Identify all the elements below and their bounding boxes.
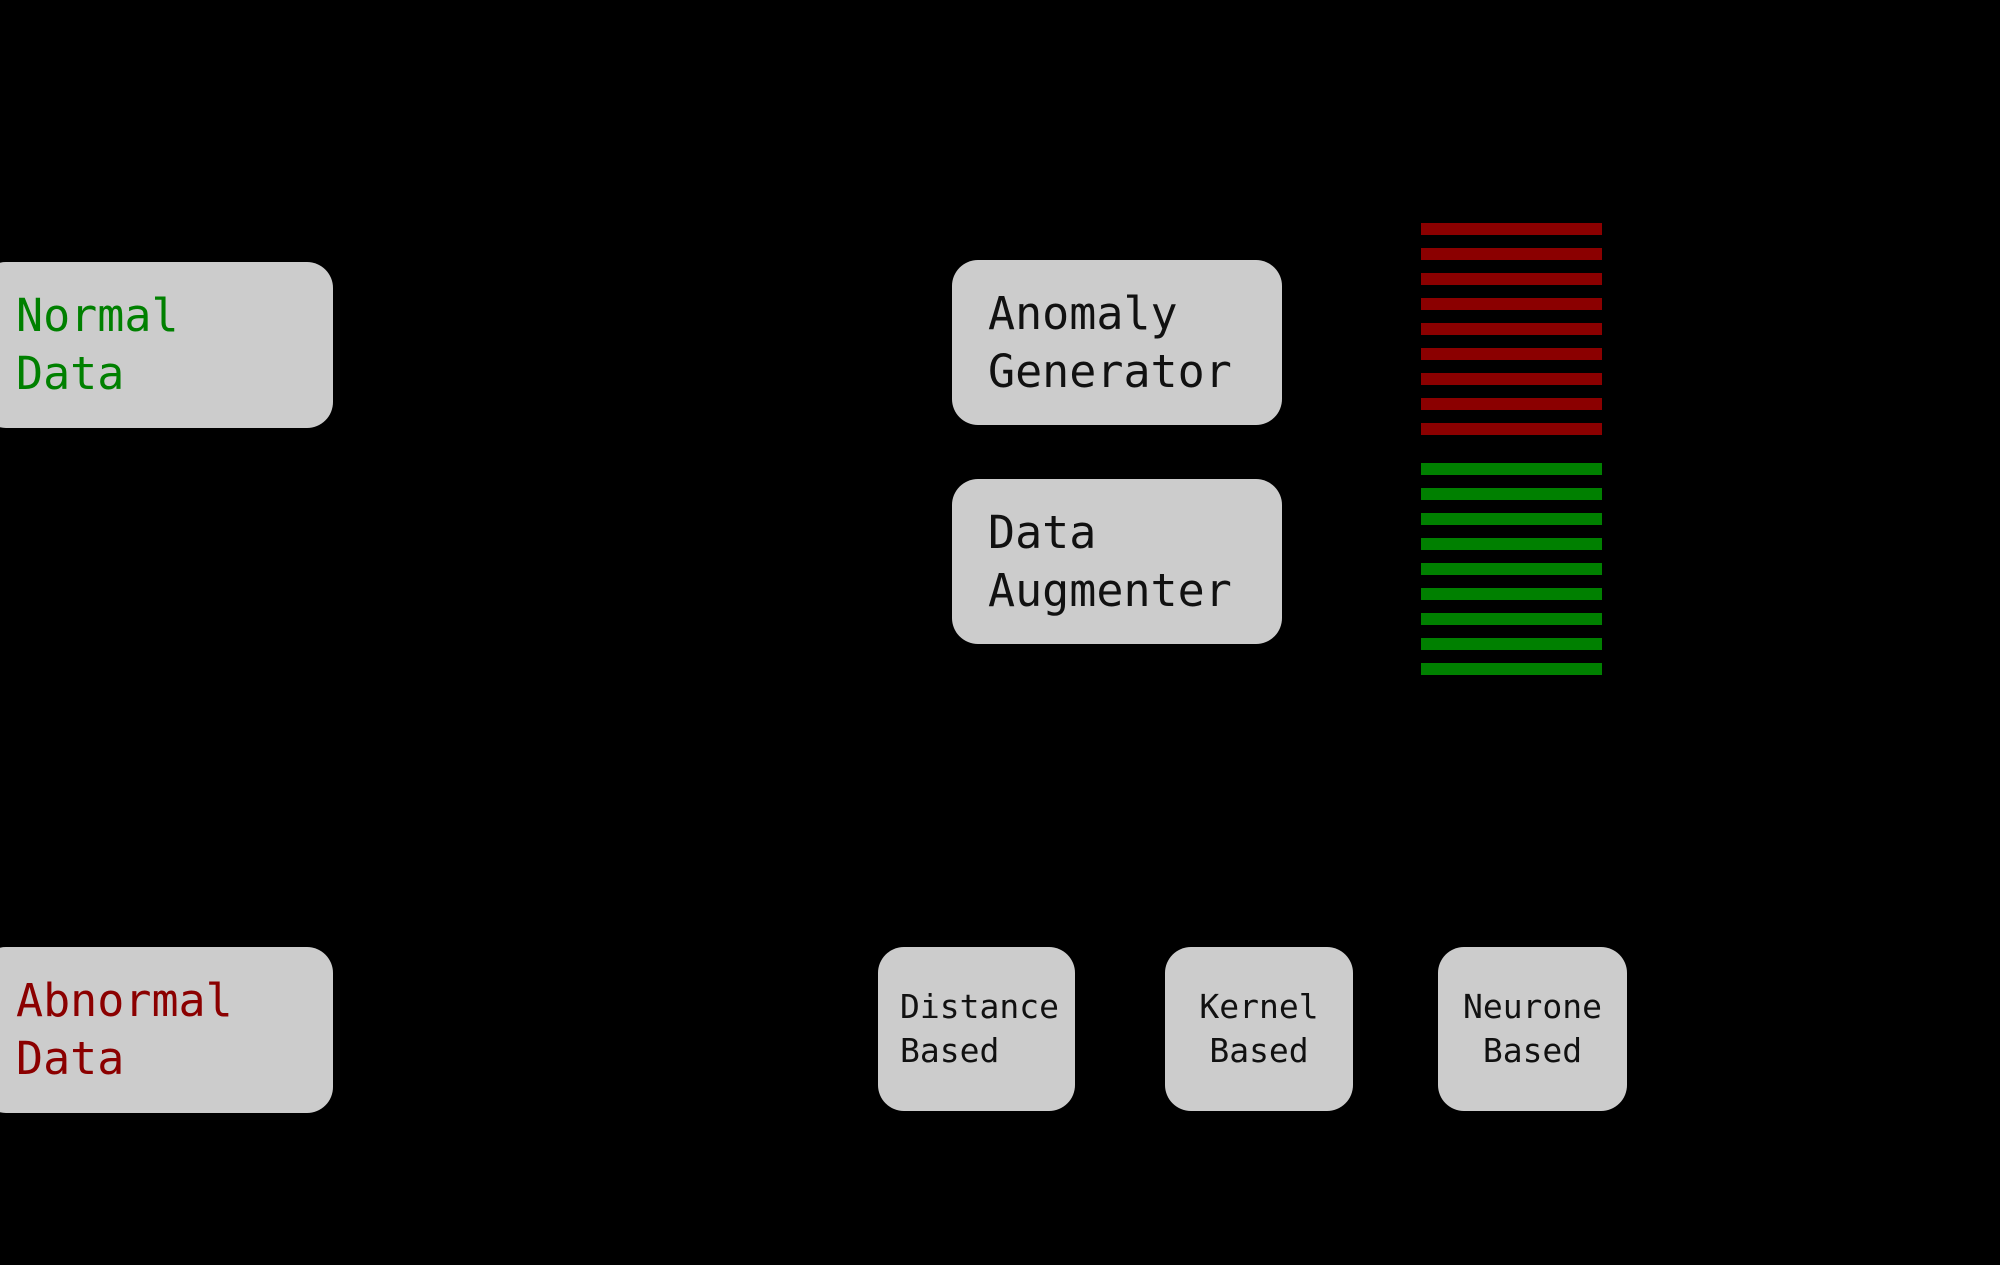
node-kernel-based-line2: Based — [1209, 1031, 1309, 1070]
node-normal-data-line1: Normal — [16, 289, 179, 342]
node-neurone-based-line2: Based — [1482, 1031, 1583, 1070]
normal-sample-bar — [1421, 488, 1602, 500]
node-anomaly-generator-line2: Generator — [988, 344, 1232, 398]
node-normal-data[interactable]: Normal Data — [0, 262, 333, 428]
node-normal-data-line2: Data — [16, 347, 125, 400]
normal-sample-bar — [1421, 663, 1602, 675]
node-distance-based-line1: Distance — [900, 987, 1059, 1026]
node-data-augmenter[interactable]: Data Augmenter — [952, 479, 1282, 644]
node-abnormal-data[interactable]: Abnormal Data — [0, 947, 333, 1113]
node-distance-based[interactable]: Distance Based — [878, 947, 1075, 1111]
sample-bar-stack — [1421, 223, 1602, 683]
anomaly-sample-bar — [1421, 398, 1602, 410]
normal-sample-bar — [1421, 638, 1602, 650]
node-kernel-based[interactable]: Kernel Based — [1165, 947, 1353, 1111]
node-data-augmenter-line2: Augmenter — [988, 563, 1232, 617]
anomaly-sample-bar — [1421, 423, 1602, 435]
node-abnormal-data-line1: Abnormal — [16, 974, 233, 1027]
node-neurone-based-line1: Neurone — [1462, 987, 1603, 1026]
node-data-augmenter-line1: Data — [988, 505, 1097, 559]
node-abnormal-data-line2: Data — [16, 1032, 125, 1085]
node-distance-based-line2: Based — [900, 1031, 1000, 1070]
anomaly-sample-bar — [1421, 273, 1602, 285]
normal-sample-bar — [1421, 613, 1602, 625]
node-neurone-based[interactable]: Neurone Based — [1438, 947, 1627, 1111]
node-kernel-based-line1: Kernel — [1199, 987, 1319, 1026]
node-anomaly-generator-line1: Anomaly — [988, 286, 1178, 340]
anomaly-sample-bar — [1421, 373, 1602, 385]
normal-sample-bar — [1421, 563, 1602, 575]
anomaly-sample-bar — [1421, 248, 1602, 260]
anomaly-sample-bar — [1421, 348, 1602, 360]
normal-sample-bar — [1421, 463, 1602, 475]
normal-sample-bar — [1421, 588, 1602, 600]
anomaly-sample-bar — [1421, 323, 1602, 335]
normal-sample-bar — [1421, 513, 1602, 525]
anomaly-sample-bar — [1421, 223, 1602, 235]
anomaly-sample-bar — [1421, 298, 1602, 310]
node-anomaly-generator[interactable]: Anomaly Generator — [952, 260, 1282, 425]
normal-sample-bar — [1421, 538, 1602, 550]
